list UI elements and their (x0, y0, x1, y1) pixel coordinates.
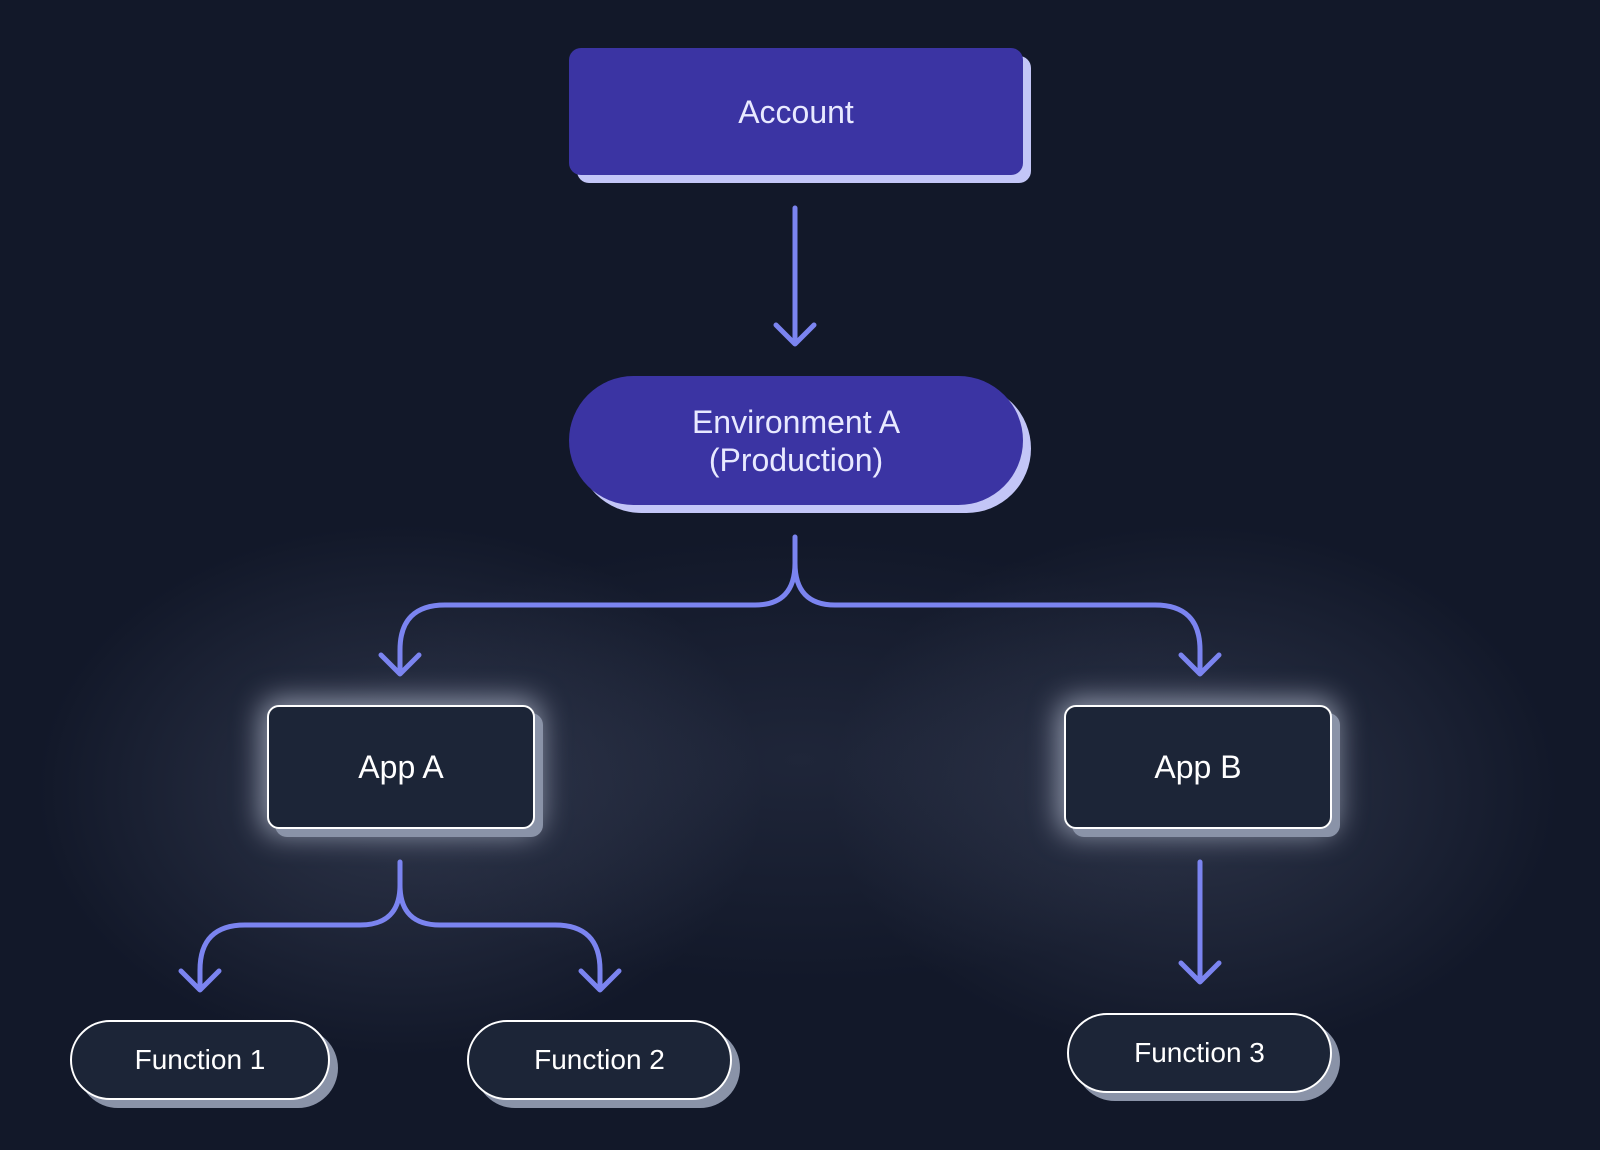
node-app-b: App B (1064, 705, 1332, 829)
node-app-a: App A (267, 705, 535, 829)
edge-environment-to-app-a (378, 534, 798, 677)
edge-app-a-to-function-2 (397, 882, 622, 993)
node-app-b-label: App B (1154, 748, 1242, 785)
node-function-3: Function 3 (1067, 1013, 1332, 1093)
node-function-1-label: Function 1 (134, 1044, 266, 1075)
node-function-2-label: Function 2 (534, 1044, 665, 1075)
node-environment-a: Environment A (Production) (569, 376, 1023, 505)
edge-environment-to-app-b (792, 560, 1222, 677)
node-account-label: Account (738, 93, 854, 130)
edge-app-b-to-function-3 (1178, 859, 1222, 985)
node-app-a-label: App A (358, 748, 444, 785)
node-account: Account (569, 48, 1023, 175)
node-function-3-label: Function 3 (1134, 1037, 1265, 1068)
edge-account-to-environment (773, 205, 817, 347)
node-function-1: Function 1 (70, 1020, 330, 1100)
edge-app-a-to-function-1 (178, 859, 403, 993)
node-function-2: Function 2 (467, 1020, 732, 1100)
node-environment-a-label: Environment A (Production) (691, 403, 901, 478)
